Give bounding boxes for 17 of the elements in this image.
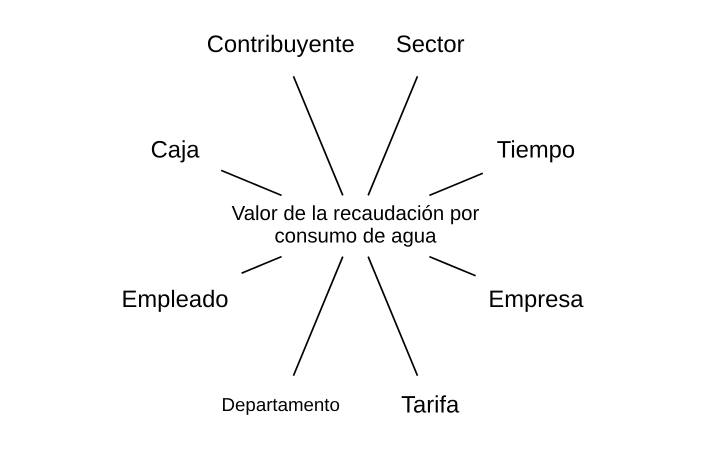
- node-text: Tiempo: [496, 136, 575, 164]
- connector: [366, 256, 418, 376]
- connector: [366, 76, 418, 196]
- node-text: Caja: [150, 136, 199, 164]
- node-text: Tarifa: [400, 392, 459, 419]
- connector: [428, 256, 476, 277]
- connector: [292, 76, 344, 196]
- node-text: Valor de la recaudación por consumo de agua: [231, 203, 479, 248]
- node-text: Departamento: [221, 394, 340, 416]
- connector: [292, 256, 344, 376]
- connector: [240, 256, 282, 274]
- connector: [428, 172, 483, 196]
- node-text: Empleado: [121, 286, 228, 314]
- node-text: Sector: [395, 30, 464, 58]
- connector: [220, 170, 282, 196]
- node-text: Contribuyente: [206, 30, 354, 58]
- node-text: Empresa: [488, 286, 583, 314]
